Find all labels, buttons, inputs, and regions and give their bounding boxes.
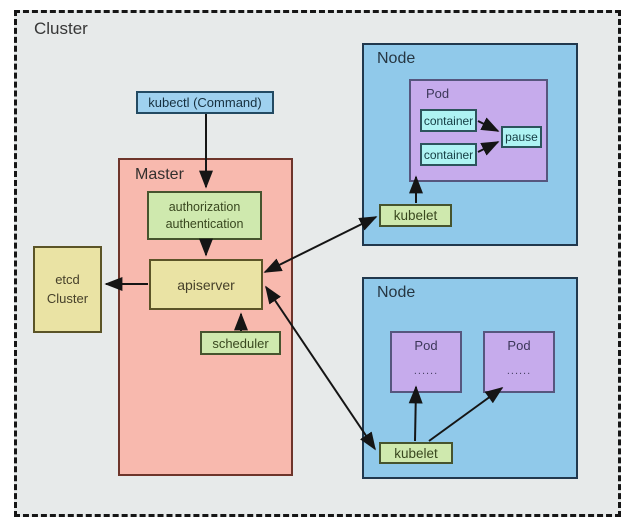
node2-kubelet-box: kubelet	[379, 442, 453, 464]
pause-container-box: pause	[501, 126, 542, 148]
node2-pod-right-dots: ......	[506, 365, 532, 377]
apiserver-box: apiserver	[149, 259, 263, 310]
etcd-cluster-box: etcd Cluster	[33, 246, 102, 333]
authorization-authentication-box: authorization authentication	[147, 191, 262, 240]
node2-pod-right-label: Pod	[507, 338, 531, 353]
node1-pod-label: Pod	[426, 86, 450, 101]
node1-container2-box: container	[420, 143, 477, 166]
auth-box-label: authorization authentication	[165, 199, 244, 231]
node1-container1-box: container	[420, 109, 477, 132]
master-label: Master	[135, 166, 184, 183]
node2-pod-left-dots: ......	[413, 365, 439, 377]
node2-label: Node	[377, 284, 416, 301]
etcd-cluster-label: etcd Cluster	[46, 272, 89, 306]
node1-label: Node	[377, 50, 416, 67]
node2-pod-left-label: Pod	[414, 338, 438, 353]
kubectl-command-box: kubectl (Command)	[136, 91, 274, 114]
cluster-label: Cluster	[34, 19, 88, 38]
node2-pod-left-box: Pod ......	[390, 331, 462, 393]
scheduler-box: scheduler	[200, 331, 281, 355]
node1-kubelet-box: kubelet	[379, 204, 452, 227]
node2-pod-right-box: Pod ......	[483, 331, 555, 393]
